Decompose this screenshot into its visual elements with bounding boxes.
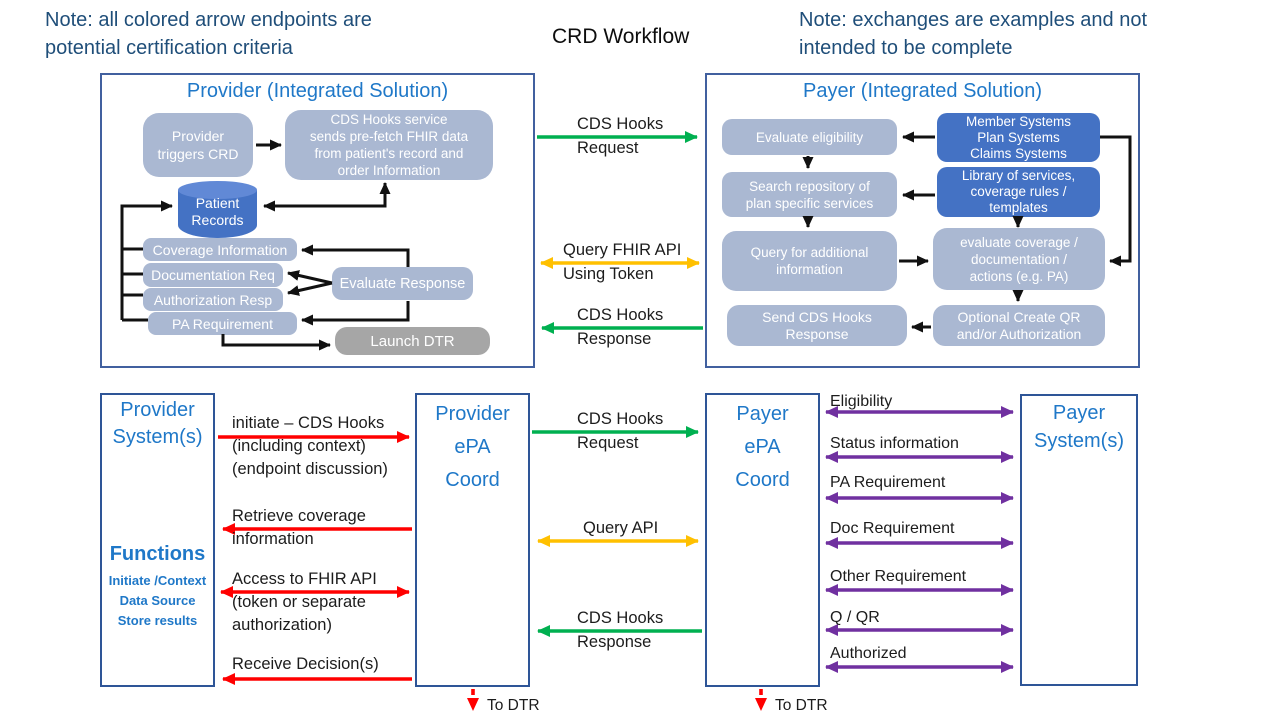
label-q-qr: Q / QR <box>830 609 880 626</box>
payer-systems-box <box>1020 394 1138 686</box>
pa-requirement-box: PA Requirement <box>148 312 297 335</box>
authorization-resp-box: Authorization Resp <box>143 288 283 311</box>
label-retrieve-coverage: Retrieve coverage information <box>232 507 366 548</box>
label-authorized: Authorized <box>830 645 907 662</box>
functions-title: Functions <box>109 543 206 565</box>
cds-hooks-service-box: CDS Hooks service sends pre-fetch FHIR d… <box>285 110 493 180</box>
coverage-information-box: Coverage Information <box>143 238 297 261</box>
provider-systems-label: Provider System(s) <box>112 399 203 448</box>
label-cds-hooks-response-bottom: CDS Hooks Response <box>577 609 664 651</box>
evaluate-eligibility-box: Evaluate eligibility <box>722 119 897 155</box>
label-access-fhir-api: Access to FHIR API (token or separate au… <box>232 570 377 634</box>
label-eligibility: Eligibility <box>830 393 893 410</box>
documentation-req-box: Documentation Req <box>143 263 283 287</box>
member-systems-box: Member Systems Plan Systems Claims Syste… <box>937 113 1100 162</box>
label-initiate-cds-hooks: initiate – CDS Hooks (including context)… <box>232 414 388 478</box>
provider-epa-coord-box <box>415 393 530 687</box>
provider-panel-title: Provider (Integrated Solution) <box>186 80 449 102</box>
provider-triggers-crd-box: Provider triggers CRD <box>143 113 253 177</box>
provider-epa-label: Provider ePA Coord <box>435 403 510 491</box>
payer-epa-coord-box <box>705 393 820 687</box>
note-left: Note: all colored arrow endpoints are po… <box>45 9 372 59</box>
note-right: Note: exchanges are examples and not int… <box>799 9 1147 59</box>
optional-create-qr-box: Optional Create QR and/or Authorization <box>933 305 1105 346</box>
label-receive-decisions: Receive Decision(s) <box>232 655 379 673</box>
label-other-requirement: Other Requirement <box>830 568 967 585</box>
library-services-box: Library of services, coverage rules / te… <box>937 167 1100 217</box>
patient-records-label: Patient Records <box>191 195 244 228</box>
label-query-api: Query API <box>583 519 659 537</box>
page-title: CRD Workflow <box>552 25 690 48</box>
payer-panel-title: Payer (Integrated Solution) <box>802 80 1043 102</box>
label-to-dtr-left: To DTR <box>487 697 540 714</box>
functions-items: Initiate /Context Data Source Store resu… <box>108 573 207 628</box>
payer-epa-label: Payer ePA Coord <box>735 403 790 491</box>
search-repository-box: Search repository of plan specific servi… <box>722 172 897 217</box>
label-cds-hooks-response-top: CDS Hooks Response <box>577 306 664 348</box>
label-doc-requirement: Doc Requirement <box>830 520 955 537</box>
cylinder-top <box>178 181 257 199</box>
query-additional-box: Query for additional information <box>722 231 897 291</box>
launch-dtr-box: Launch DTR <box>335 327 490 355</box>
label-status-information: Status information <box>830 435 959 452</box>
provider-systems-box <box>100 393 215 687</box>
patient-records-cylinder: Patient Records <box>178 181 257 238</box>
label-to-dtr-right: To DTR <box>775 697 828 714</box>
label-cds-hooks-request-top: CDS Hooks Request <box>577 115 664 157</box>
payer-systems-label: Payer System(s) <box>1034 402 1124 452</box>
label-cds-hooks-request-bottom: CDS Hooks Request <box>577 410 664 452</box>
send-cds-response-box: Send CDS Hooks Response <box>727 305 907 346</box>
evaluate-coverage-box: evaluate coverage / documentation / acti… <box>933 228 1105 290</box>
label-pa-requirement: PA Requirement <box>830 474 946 491</box>
evaluate-response-box: Evaluate Response <box>332 267 473 300</box>
label-query-fhir-api: Query FHIR API Using Token <box>563 241 682 283</box>
